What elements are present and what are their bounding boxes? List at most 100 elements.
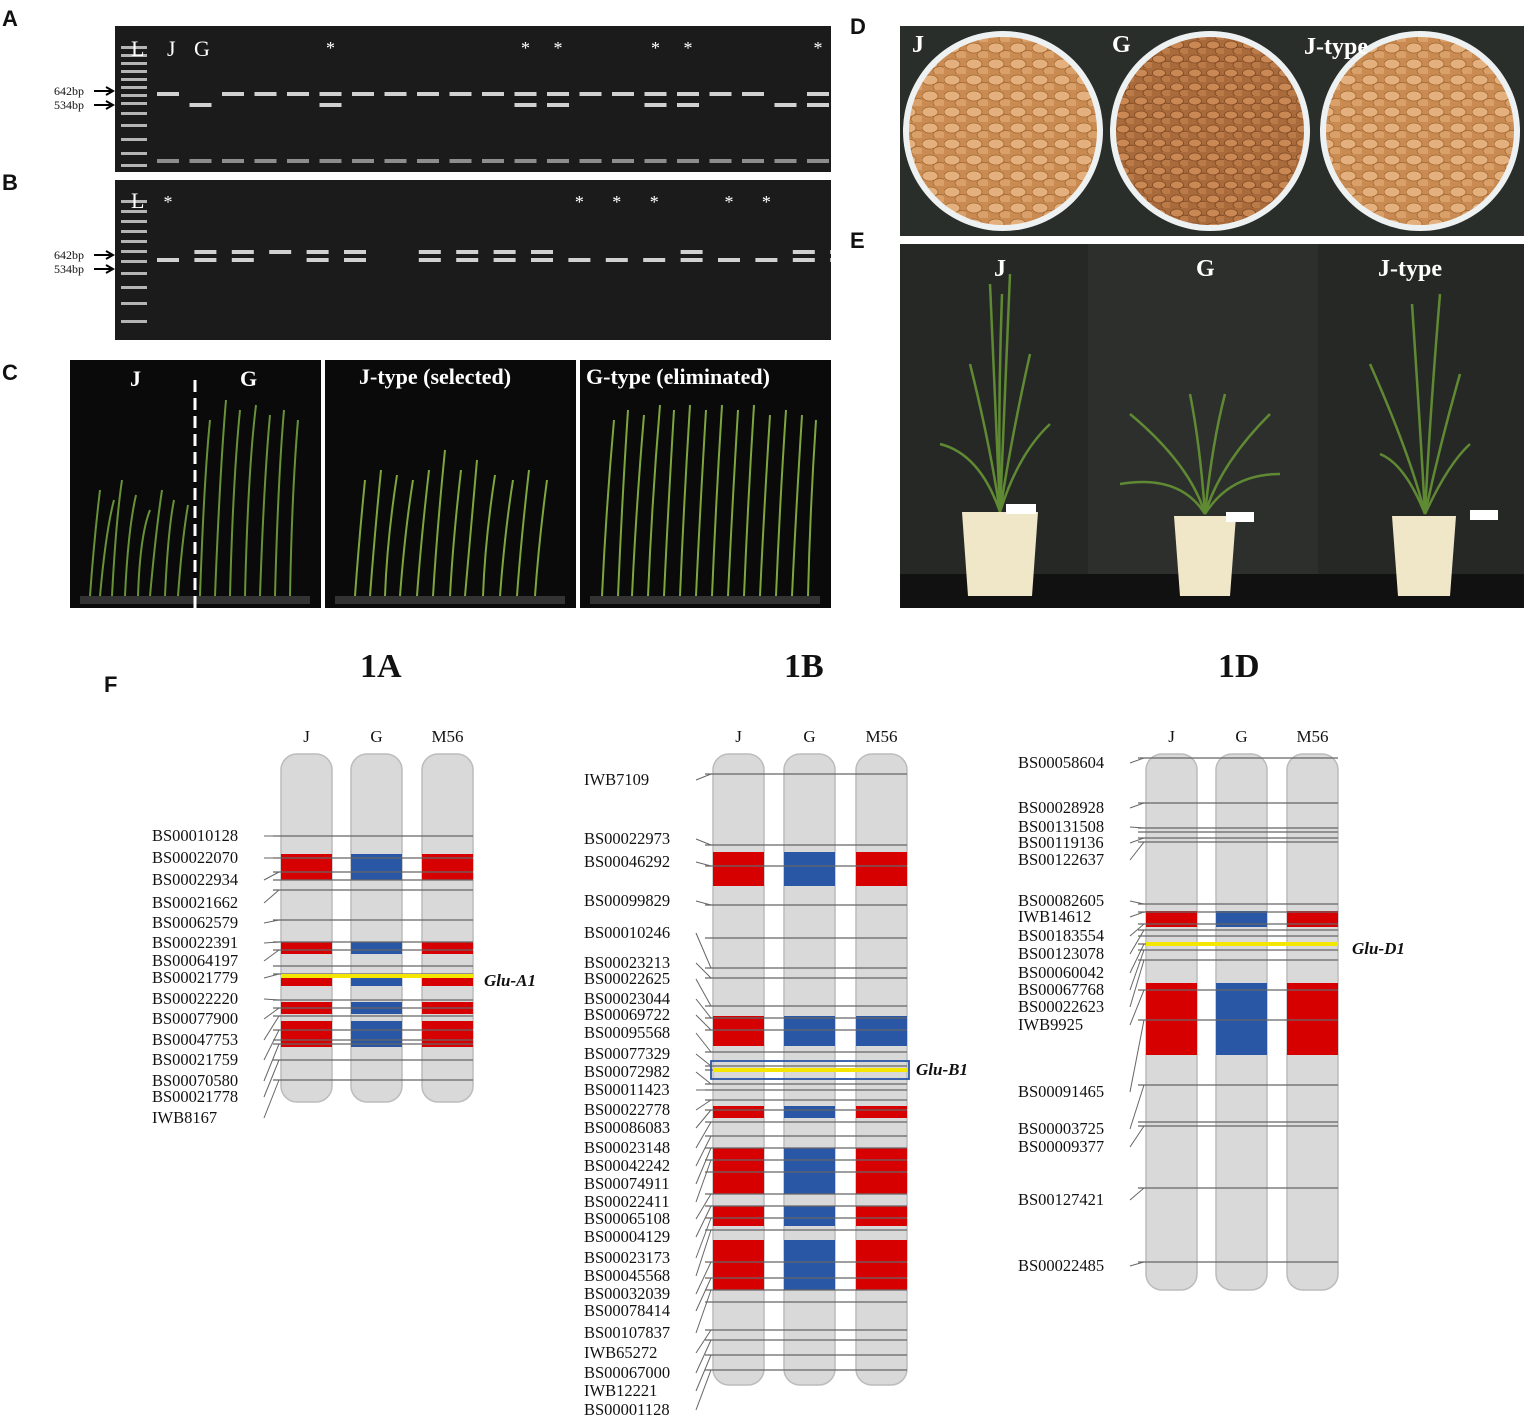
ladder-band [121, 230, 147, 233]
marker-leader-line [695, 1369, 712, 1411]
marker-label: BS00072982 [584, 1062, 670, 1081]
marker-leader-line [1129, 943, 1145, 974]
ladder-band [121, 320, 147, 323]
gel-primer-band [352, 159, 374, 163]
panel-label-b: B [2, 170, 18, 195]
marker-label: BS00022625 [584, 969, 670, 988]
gel-band-642bp [287, 92, 309, 96]
marker-leader-line [1129, 1261, 1145, 1267]
genotype-segment-g [784, 1240, 835, 1290]
arrow-right-icon [94, 86, 116, 96]
heterozygous-star-mark: * [575, 192, 584, 212]
marker-leader-line [695, 962, 712, 979]
genotype-segment-g [1216, 911, 1267, 927]
gel-band-534bp [643, 258, 666, 262]
genotype-segment-j [713, 1240, 764, 1290]
marker-label: BS00022778 [584, 1100, 670, 1119]
ladder-band [121, 102, 147, 105]
gel-band-642bp [352, 92, 374, 96]
gel-a-642bp-label: 642bp [54, 84, 84, 98]
marker-leader-line [695, 900, 712, 906]
genotype-segment-m56 [856, 1106, 907, 1118]
ladder-band [121, 62, 147, 65]
gene-label: Glu-B1 [916, 1060, 968, 1079]
marker-leader-line [263, 871, 280, 881]
gel-primer-band [384, 159, 407, 163]
ladder-band [121, 220, 147, 223]
ladder-band [121, 138, 147, 141]
gene-locus-box [710, 1060, 910, 1080]
gel-band-534bp [194, 258, 217, 262]
marker-leader-line [1129, 959, 1145, 1008]
panel-label-a: A [2, 6, 18, 31]
marker-label: BS00022220 [152, 989, 238, 1008]
marker-leader-line [695, 1289, 712, 1334]
ladder-band [121, 112, 147, 115]
gel-band-642bp [547, 92, 569, 96]
genotype-segment-m56 [856, 1016, 907, 1046]
heterozygous-star-mark: * [725, 192, 734, 212]
marker-label: IWB9925 [1018, 1015, 1083, 1034]
marker-label: BS00045568 [584, 1266, 670, 1285]
marker-label: BS00062579 [152, 913, 238, 932]
marker-leader-line [263, 941, 280, 944]
marker-leader-line [695, 1121, 712, 1149]
marker-leader-line [695, 1109, 712, 1129]
genotype-segment-j [713, 1106, 764, 1118]
gel-band-642bp [792, 250, 815, 254]
photo-d-g-label: G [1112, 32, 1131, 58]
gel-a-lane-g-label: G [194, 36, 210, 61]
gel-primer-band [157, 159, 179, 163]
gel-band-642bp [807, 92, 829, 96]
marker-label: BS00028928 [1018, 798, 1104, 817]
gel-band-534bp [677, 103, 699, 107]
arrow-right-icon [94, 264, 116, 274]
gel-primer-band [547, 159, 569, 163]
marker-leader-line [1129, 1125, 1145, 1148]
marker-label: BS00023044 [584, 989, 670, 1008]
gel-band-642bp [157, 92, 179, 96]
marker-leader-line [695, 1205, 712, 1238]
chromosome-1b-title: 1B [784, 648, 824, 685]
gel-band-534bp [755, 258, 778, 262]
marker-leader-line [1129, 841, 1145, 861]
gel-band-534bp [547, 103, 569, 107]
gene-locus-line [281, 974, 473, 978]
marker-leader-line [695, 1329, 712, 1354]
plants-illustration [590, 404, 820, 604]
gel-band-642bp [493, 250, 516, 254]
marker-label: BS00060042 [1018, 963, 1104, 982]
marker-label: BS00069722 [584, 1005, 670, 1024]
gel-primer-band [774, 159, 797, 163]
gel-band-534bp [568, 258, 591, 262]
genotype-segment-j [713, 852, 764, 886]
gel-b-642bp-label: 642bp [54, 248, 84, 262]
marker-leader-line [263, 1043, 280, 1082]
marker-leader-line [263, 1029, 280, 1061]
marker-leader-line [1129, 900, 1145, 905]
lane-header-m56: M56 [431, 727, 463, 746]
gel-band-642bp [417, 92, 439, 96]
genotype-segment-m56 [856, 1240, 907, 1290]
panel-label-d: D [850, 14, 866, 39]
gene-locus-line [713, 1068, 907, 1072]
gel-band-642bp [231, 250, 254, 254]
marker-leader-line [263, 1079, 280, 1119]
marker-label: IWB7109 [584, 770, 649, 789]
gel-primer-band [287, 159, 309, 163]
arrow-right-icon [94, 250, 116, 260]
marker-leader-line [1129, 837, 1145, 844]
gel-a-lane-j-label: J [167, 36, 176, 61]
panel-label-c: C [2, 360, 18, 385]
photo-d-j-type-label: J-type [1304, 34, 1368, 60]
marker-label: BS00131508 [1018, 817, 1104, 836]
heterozygous-star-mark: * [650, 192, 659, 212]
genotype-segment-m56 [1287, 983, 1338, 1055]
gel-primer-band [482, 159, 504, 163]
marker-leader-line [263, 889, 280, 904]
gel-band-642bp [579, 92, 602, 96]
heterozygous-star-mark: * [684, 38, 693, 58]
